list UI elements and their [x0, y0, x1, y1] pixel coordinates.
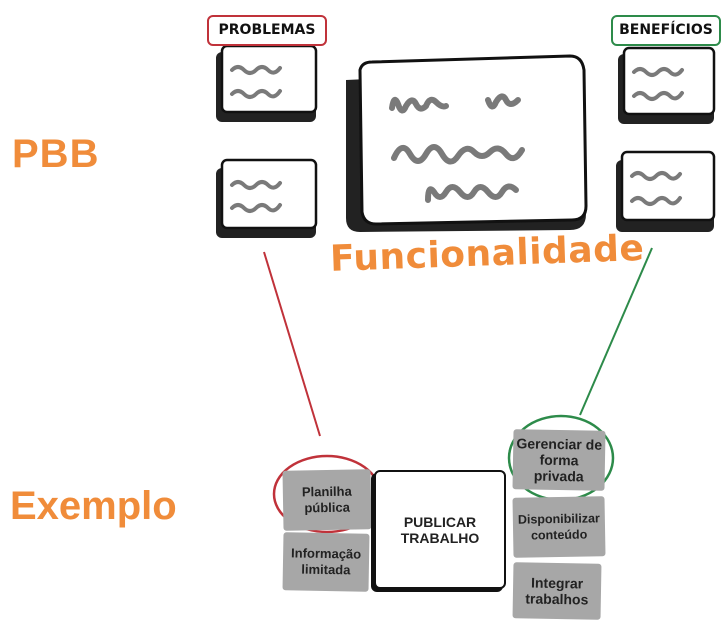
problem-card-1	[216, 44, 318, 122]
problem-connector-line	[263, 251, 321, 437]
example-card-informacao: Informação limitada	[282, 532, 370, 592]
benefit-connector-line	[579, 247, 653, 416]
benefit-card-1	[618, 46, 716, 124]
exemplo-label: Exemplo	[10, 484, 177, 528]
problem-card-2	[216, 158, 318, 238]
example-card-integrar: Integrar trabalhos	[512, 562, 602, 620]
pbb-label: PBB	[12, 132, 100, 176]
feature-card	[346, 54, 588, 232]
example-card-publicar: PUBLICAR TRABALHO	[374, 470, 506, 589]
example-card-disponibilizar: Disponibilizar conteúdo	[512, 496, 606, 558]
example-card-planilha: Planilha pública	[282, 469, 372, 531]
problemas-tag: PROBLEMAS	[207, 15, 327, 46]
benefit-card-2	[616, 150, 716, 232]
beneficios-tag: BENEFÍCIOS	[611, 15, 721, 46]
example-card-gerenciar: Gerenciar de forma privada	[512, 429, 606, 491]
